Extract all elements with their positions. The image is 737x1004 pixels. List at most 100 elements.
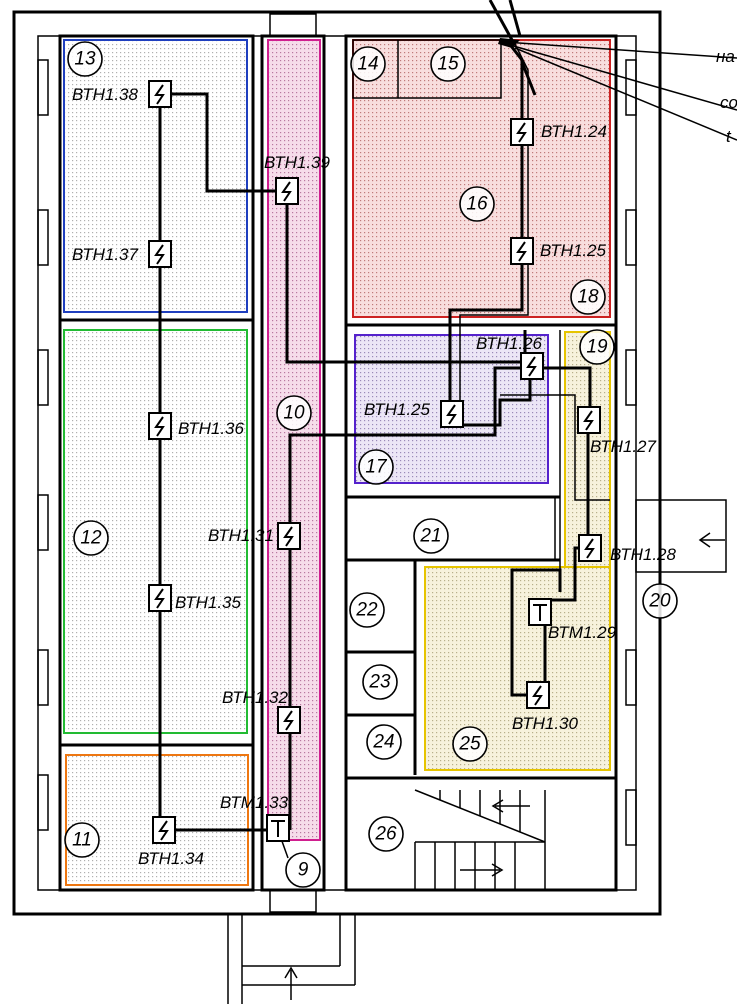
lightning-icon	[154, 84, 165, 105]
edge-label-3: t	[726, 127, 732, 146]
room-number-text: 11	[72, 830, 92, 851]
device-d25a	[510, 237, 534, 265]
room-number-text: 9	[298, 860, 309, 881]
lightning-icon	[281, 181, 292, 202]
edge-label-2: со	[720, 93, 737, 112]
room-number-text: 14	[357, 54, 378, 75]
feeder-1	[504, 41, 737, 59]
device-d32	[277, 706, 301, 734]
room-number-text: 16	[466, 194, 488, 215]
room-numbers: 13 12 11 10 9 14 15 16 17 18 19 20 21 22 23 24 25 26	[64, 41, 678, 888]
lightning-icon	[526, 356, 537, 377]
room-number-26: 26	[368, 816, 404, 852]
windows	[37, 59, 637, 846]
device-label-24: ВТН1.24	[541, 122, 607, 141]
feeder-2	[509, 44, 737, 111]
corridor-bottom-opening	[269, 889, 317, 913]
device-d25b	[440, 400, 464, 428]
room-number-text: 15	[437, 54, 459, 75]
lightning-icon	[154, 244, 165, 265]
room-number-12: 12	[73, 520, 109, 556]
room-number-23: 23	[362, 664, 398, 700]
room-number-10: 10	[276, 395, 312, 431]
left-block-wall	[58, 34, 255, 892]
device-label-36: ВТН1.36	[178, 419, 244, 438]
lightning-icon	[158, 820, 169, 841]
lightning-icon	[584, 538, 595, 559]
wire-27-side	[500, 394, 610, 501]
lightning-icon	[532, 685, 543, 706]
device-label-26: ВТН1.26	[476, 334, 542, 353]
device-d33	[266, 814, 290, 842]
device-label-25a: ВТН1.25	[540, 241, 606, 260]
room-number-16: 16	[459, 186, 495, 222]
entrance-right	[635, 499, 727, 573]
room-number-17: 17	[358, 449, 394, 485]
wire-right-trunk-2	[459, 41, 529, 415]
room-number-text: 25	[458, 734, 481, 755]
feeder-junction	[498, 38, 520, 48]
room-number-text: 17	[365, 457, 388, 478]
walls	[12, 10, 727, 1004]
lightning-icon	[283, 710, 294, 731]
feeder-5	[508, 0, 522, 37]
room-number-text: 18	[577, 287, 599, 308]
room-number-24: 24	[366, 724, 402, 760]
device-label-39: ВТН1.39	[264, 153, 330, 172]
room-number-22: 22	[349, 592, 385, 628]
device-d35	[148, 584, 172, 612]
room-number-text: 20	[648, 591, 671, 612]
room-number-21: 21	[413, 518, 449, 554]
terminal-icon	[271, 820, 285, 837]
device-d36	[148, 412, 172, 440]
wire-25b-26	[450, 368, 532, 427]
device-label-31: ВТН1.31	[208, 526, 274, 545]
feeder-arrow	[520, 61, 537, 96]
terminal-icon	[533, 604, 547, 621]
entrance-bottom	[227, 914, 356, 1004]
device-d24	[510, 118, 534, 146]
inner-wall	[37, 35, 637, 891]
room-number-text: 21	[419, 526, 441, 547]
outer-wall	[12, 10, 662, 916]
wire-right-trunk	[448, 41, 524, 415]
room-number-19: 19	[579, 329, 615, 365]
device-d34	[152, 816, 176, 844]
device-label-25b: ВТН1.25	[364, 400, 430, 419]
device-d37	[148, 240, 172, 268]
device-d38	[148, 80, 172, 108]
room-25-fill	[424, 566, 611, 771]
corridor-top-opening	[269, 13, 317, 37]
room-number-text: 12	[80, 528, 102, 549]
device-label-32: ВТН1.32	[222, 688, 288, 707]
lightning-icon	[154, 588, 165, 609]
device-d39	[275, 177, 299, 205]
room-number-13: 13	[67, 41, 103, 77]
wire-38-39	[160, 92, 287, 193]
device-label-37: ВТН1.37	[72, 245, 138, 264]
device-d28	[578, 534, 602, 562]
wiring	[158, 0, 737, 859]
device-label-27: ВТН1.27	[590, 437, 656, 456]
device-label-34: ВТН1.34	[138, 849, 204, 868]
room-16-fill	[352, 39, 611, 318]
room-number-9: 9	[285, 852, 321, 888]
device-d30	[526, 681, 550, 709]
device-d29	[528, 598, 552, 626]
room-number-20: 20	[642, 583, 678, 619]
room-number-14: 14	[350, 46, 386, 82]
room-number-text: 13	[74, 49, 96, 70]
room-number-15: 15	[430, 46, 466, 82]
device-label-35: ВТН1.35	[175, 593, 241, 612]
room-number-25: 25	[452, 726, 488, 762]
wire-corridor	[288, 366, 532, 830]
feeder-3	[514, 47, 737, 141]
lightning-icon	[283, 526, 294, 547]
wire-30-back	[510, 568, 562, 697]
room-number-text: 19	[586, 337, 608, 358]
room-number-text: 10	[283, 403, 305, 424]
edge-label-1: на	[716, 47, 735, 66]
lightning-icon	[446, 404, 457, 425]
feeder-4	[488, 0, 514, 41]
wire-26-27	[530, 366, 592, 420]
